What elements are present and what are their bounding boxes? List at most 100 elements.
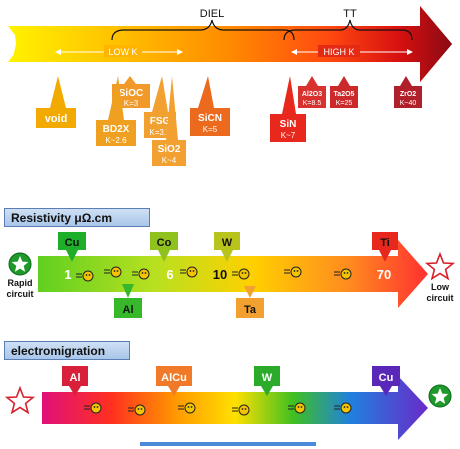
w-em-box bbox=[254, 366, 280, 386]
k-tick-1: 1 bbox=[57, 62, 63, 74]
k-scale-arrow-body bbox=[8, 6, 452, 82]
sio2-pointer bbox=[166, 76, 178, 140]
k-tick-7: 7 bbox=[289, 62, 295, 74]
low-circuit-label-1: Low bbox=[431, 282, 450, 292]
bd2x-k: K~2.6 bbox=[105, 136, 127, 145]
al-res-pointer bbox=[122, 284, 134, 298]
sioc-k: K=3 bbox=[124, 99, 139, 108]
ta-res-box bbox=[236, 298, 264, 318]
k-tick-2: 2 bbox=[93, 62, 99, 74]
rapid-circuit-label-2: circuit bbox=[6, 289, 33, 299]
void-box bbox=[36, 108, 76, 128]
sicn-box bbox=[190, 108, 230, 136]
al2o3-pointer bbox=[306, 76, 318, 86]
k-tick-4: 4 bbox=[169, 62, 176, 74]
res-tick-10: 10 bbox=[213, 267, 227, 282]
electromigration-bad-icon bbox=[4, 385, 36, 415]
co-res-box bbox=[150, 232, 178, 250]
low-k-label: LOW K bbox=[108, 47, 137, 57]
zro2-label: ZrO2 bbox=[400, 91, 416, 98]
al-em-pointer bbox=[69, 386, 81, 396]
low-k-label-bg bbox=[104, 45, 142, 57]
void-label: void bbox=[45, 113, 68, 125]
res-tick-6: 6 bbox=[166, 267, 173, 282]
diel-label: DIEL bbox=[200, 8, 224, 20]
resistivity-arrow bbox=[38, 240, 428, 308]
cu-em-box bbox=[372, 366, 400, 386]
bottom-bar bbox=[140, 442, 316, 446]
tt-brace bbox=[283, 19, 413, 41]
electromigration-good-star bbox=[431, 388, 449, 404]
alcu-em-box bbox=[156, 366, 192, 386]
bd2x-label: BD2X bbox=[103, 124, 130, 135]
cu-res-label: Cu bbox=[65, 237, 80, 249]
ti-res-pointer bbox=[379, 250, 391, 262]
sioc-label: SiOC bbox=[119, 88, 143, 99]
cu-em-pointer bbox=[380, 386, 392, 396]
zro2-box bbox=[394, 86, 422, 108]
ta2o5-pointer bbox=[338, 76, 350, 86]
sin-pointer bbox=[282, 76, 296, 114]
alcu-em-pointer bbox=[168, 386, 180, 396]
cu-res-box bbox=[58, 232, 86, 250]
low-circuit-label-2: circuit bbox=[426, 293, 453, 303]
ta2o5-k: K=25 bbox=[336, 100, 353, 107]
sicn-k: K=5 bbox=[203, 125, 218, 134]
sin-label: SiN bbox=[280, 119, 297, 130]
k-tick-3: 3 bbox=[129, 62, 135, 74]
zro2-k: K~40 bbox=[400, 100, 417, 107]
w-res-box bbox=[214, 232, 240, 250]
rapid-circuit-star bbox=[11, 256, 29, 272]
al-em-box bbox=[62, 366, 88, 386]
ta2o5-label: Ta2O5 bbox=[334, 91, 355, 98]
al-res-box bbox=[114, 298, 142, 318]
co-res-pointer bbox=[158, 250, 170, 262]
ta-res-pointer bbox=[244, 286, 256, 298]
sicn-label: SiCN bbox=[198, 113, 222, 124]
cu-em-label: Cu bbox=[379, 372, 394, 384]
sio2-k: K~4 bbox=[162, 156, 177, 165]
fsg-pointer bbox=[152, 76, 168, 112]
electromigration-header: electromigration bbox=[4, 341, 130, 360]
diel-brace bbox=[111, 19, 295, 41]
al2o3-box bbox=[298, 86, 326, 108]
res-tick-70: 70 bbox=[377, 267, 391, 282]
zro2-pointer bbox=[400, 76, 412, 86]
fsg-k: K=3.7 bbox=[149, 128, 171, 137]
sio2-label: SiO2 bbox=[158, 144, 181, 155]
k-tick-40: 40 bbox=[400, 62, 412, 74]
ti-res-box bbox=[372, 232, 398, 250]
co-res-label: Co bbox=[157, 237, 172, 249]
ta2o5-box bbox=[330, 86, 358, 108]
w-em-label: W bbox=[262, 372, 273, 384]
al-em-label: Al bbox=[70, 372, 81, 384]
sio2-box bbox=[152, 140, 186, 166]
tt-label: TT bbox=[343, 8, 357, 20]
sin-k: K~7 bbox=[281, 131, 296, 140]
w-res-label: W bbox=[222, 237, 233, 249]
electron-figures-electromigration bbox=[84, 402, 352, 416]
sin-box bbox=[270, 114, 306, 142]
ta-res-label: Ta bbox=[244, 304, 257, 316]
rapid-circuit-label-1: Rapid bbox=[7, 278, 32, 288]
sioc-pointer bbox=[124, 76, 136, 84]
alcu-em-label: AlCu bbox=[161, 372, 187, 384]
sicn-pointer bbox=[198, 76, 214, 108]
ti-res-label: Ti bbox=[380, 237, 390, 249]
electron-figures-resistivity bbox=[76, 266, 352, 282]
bd2x-box bbox=[96, 120, 136, 146]
al-res-label: Al bbox=[123, 304, 134, 316]
fsg-label: FSG bbox=[150, 116, 171, 127]
void-pointer bbox=[50, 76, 66, 108]
w-res-pointer bbox=[221, 250, 233, 262]
resistivity-header: Resistivity μΩ.cm bbox=[4, 208, 150, 227]
w-em-pointer bbox=[261, 386, 273, 396]
high-k-label-bg bbox=[318, 45, 360, 57]
al2o3-label: Al2O3 bbox=[302, 91, 322, 98]
low-circuit-icon bbox=[424, 251, 456, 281]
res-tick-1: 1 bbox=[64, 267, 71, 282]
bd2x-pointer bbox=[108, 76, 124, 120]
cu-res-pointer bbox=[66, 250, 78, 262]
al2o3-k: K=8.5 bbox=[303, 100, 322, 107]
